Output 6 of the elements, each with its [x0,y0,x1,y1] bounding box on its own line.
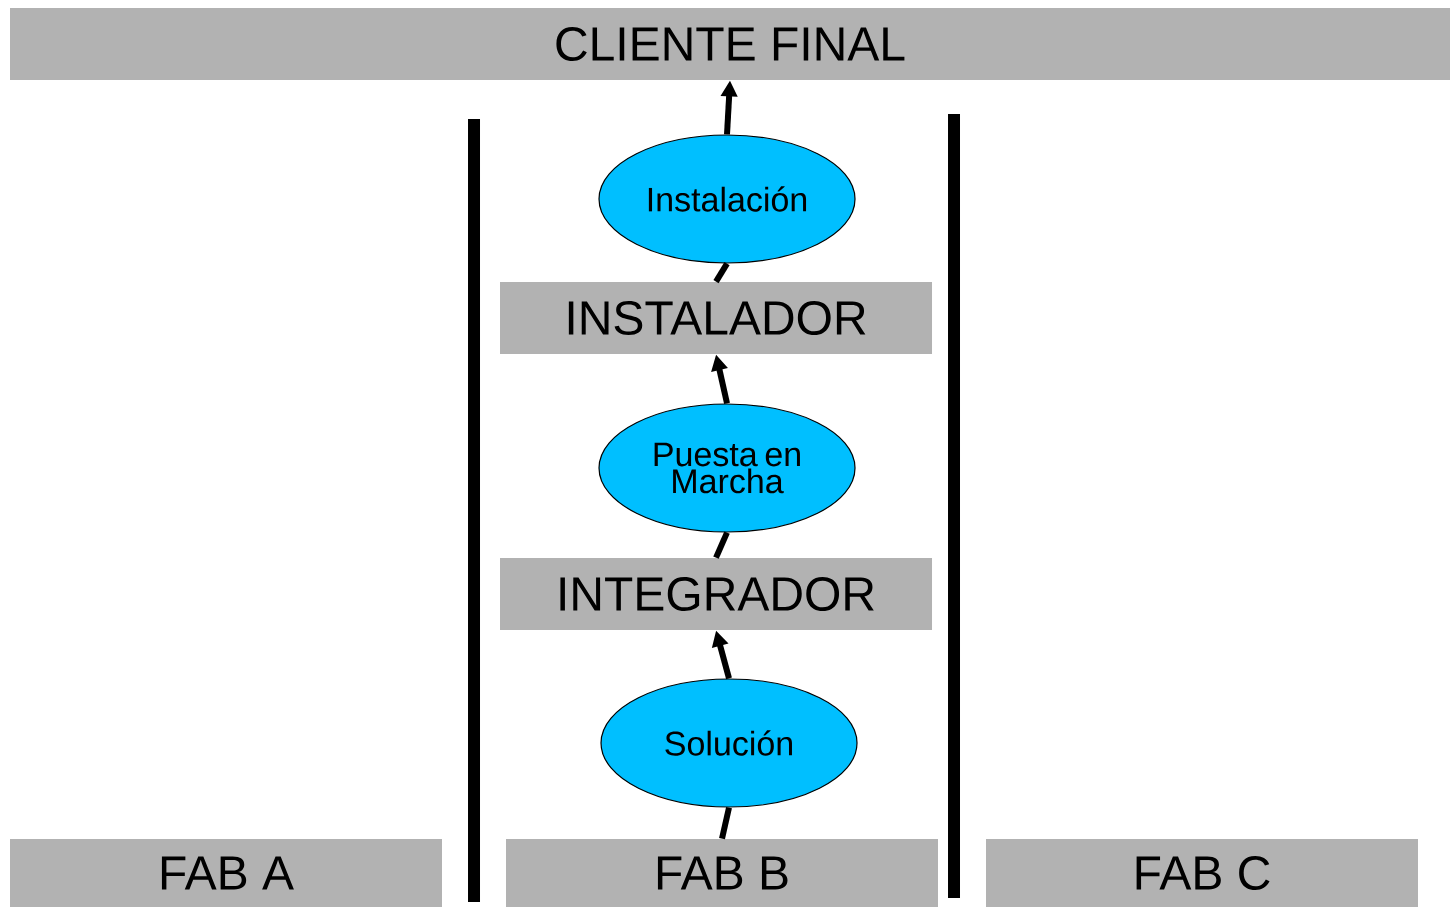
role-box: INSTALADOR [500,282,932,354]
role-box: INTEGRADOR [500,558,932,630]
role-box: FAB A [10,839,442,907]
role-box: FAB B [506,839,938,907]
role-box: FAB C [986,839,1418,907]
role-box: CLIENTE FINAL [10,8,1450,80]
